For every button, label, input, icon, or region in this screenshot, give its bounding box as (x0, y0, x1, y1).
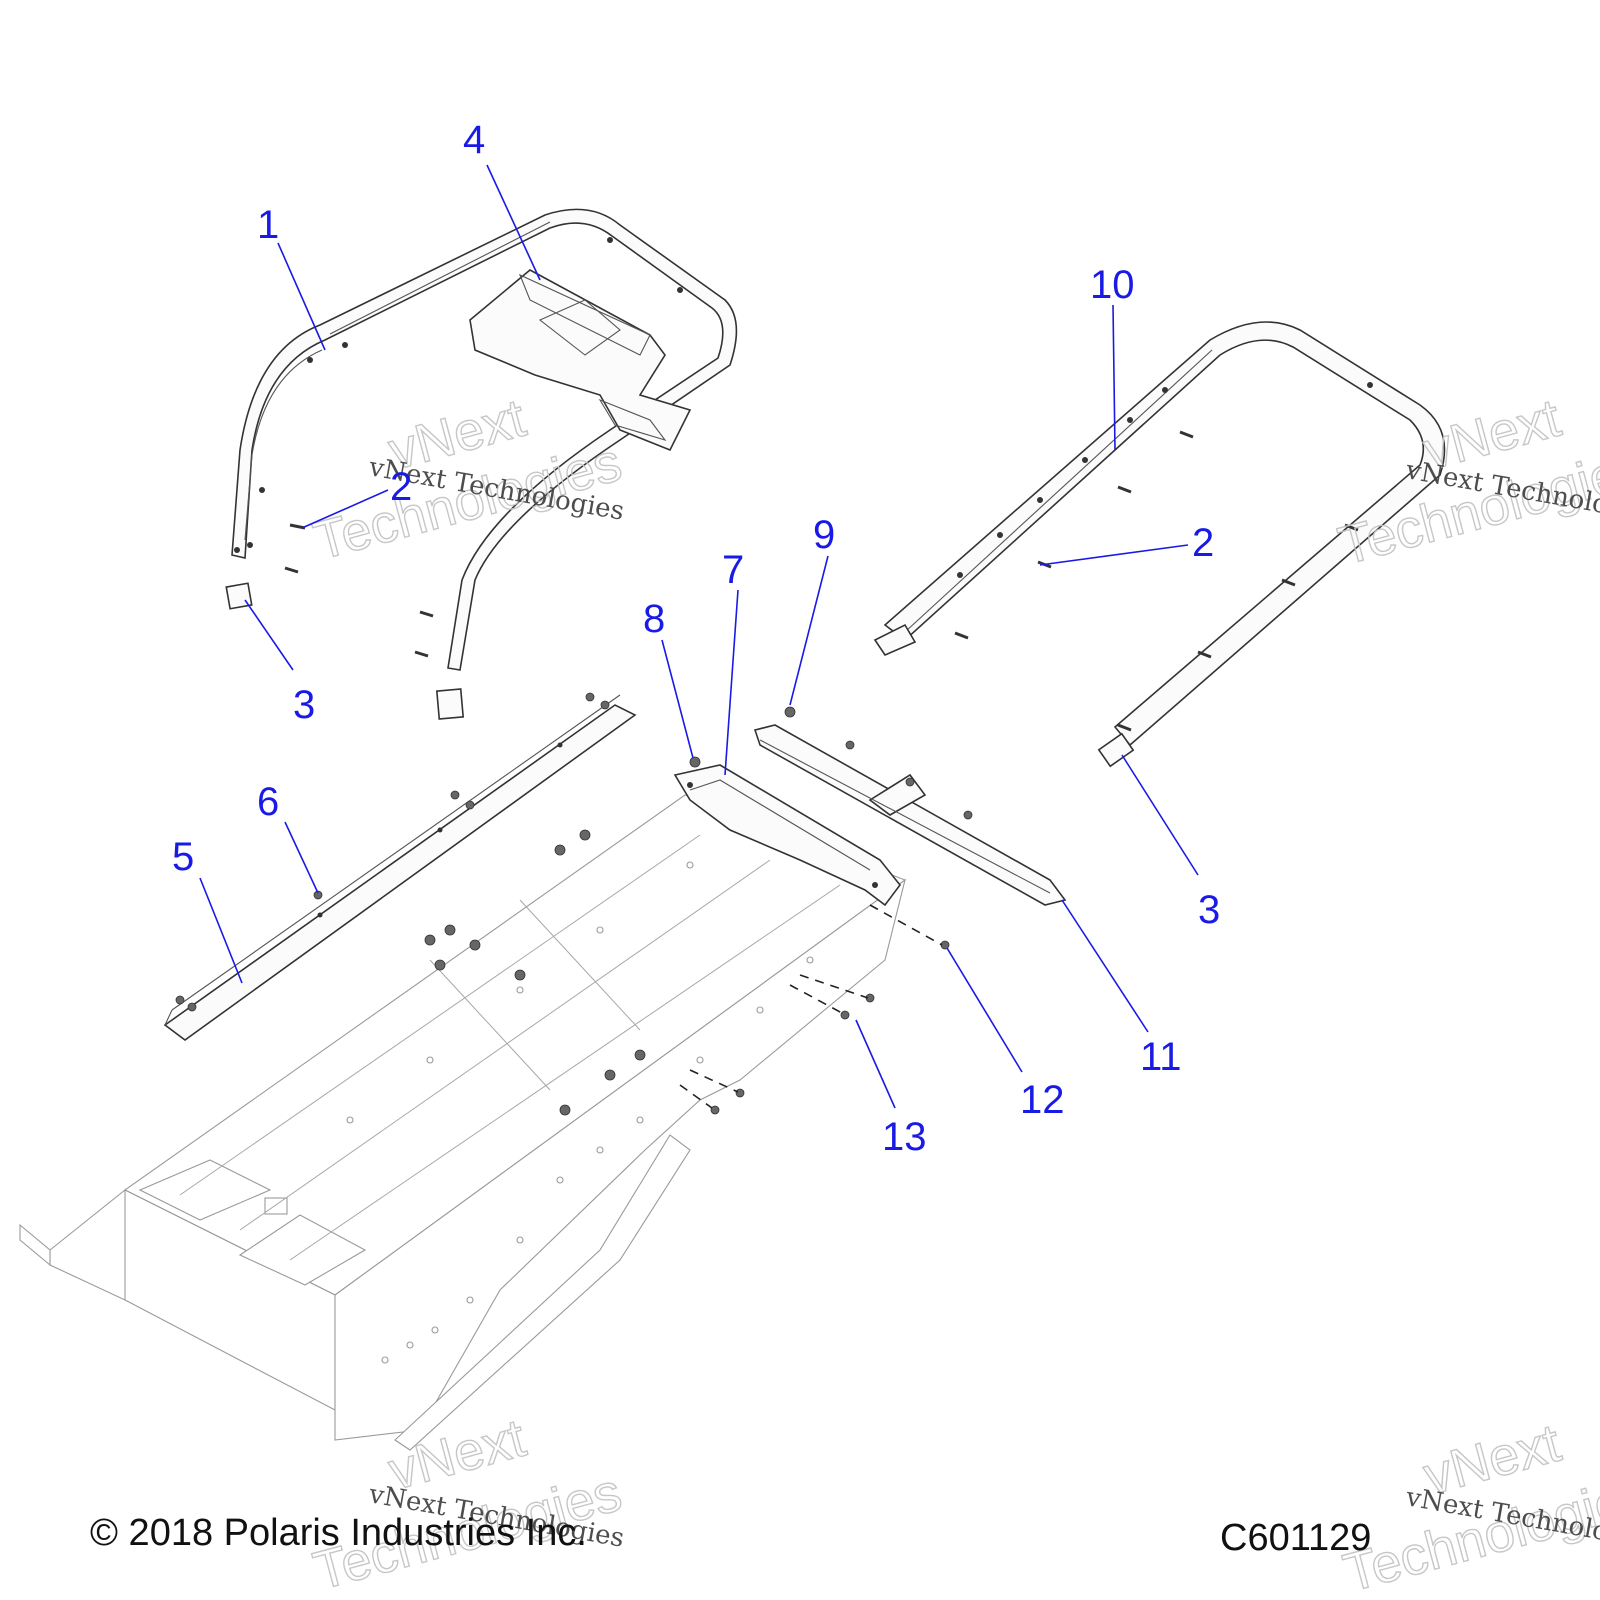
callout-13: 13 (882, 1115, 927, 1159)
callout-10: 10 (1090, 263, 1135, 307)
callout-7: 7 (722, 548, 744, 592)
callout-labels: 1 2 3 4 10 2 9 7 8 6 5 3 11 12 13 (172, 118, 1220, 1159)
callout-9: 9 (813, 513, 835, 557)
leader-6 (284, 821, 319, 894)
callout-1: 1 (257, 203, 279, 247)
install-paths (679, 904, 943, 1109)
callout-leaders (199, 164, 1199, 1109)
copyright-text: © 2018 Polaris Industries Inc. (90, 1512, 587, 1554)
leader-7 (724, 589, 739, 776)
callout-12: 12 (1020, 1078, 1065, 1122)
leader-3-left (244, 599, 294, 671)
part-4-bracket (469, 269, 692, 452)
fasteners (175, 430, 1359, 1115)
leader-12 (946, 947, 1023, 1073)
callout-5: 5 (172, 835, 194, 879)
part-10-roll-hoop (873, 321, 1446, 768)
leader-8 (661, 639, 694, 759)
callout-2-left: 2 (390, 465, 412, 509)
part-7-bracket (673, 764, 902, 907)
leader-4 (486, 164, 541, 281)
callout-6: 6 (257, 780, 279, 824)
leader-1 (277, 242, 326, 351)
callout-3-right: 3 (1198, 888, 1220, 932)
part-1-roll-hoop (231, 208, 738, 671)
callout-8: 8 (643, 597, 665, 641)
footer: © 2018 Polaris Industries Inc. C601129 (90, 1512, 1371, 1559)
chassis-floor (19, 794, 907, 1451)
part-5-rail (163, 694, 637, 1041)
leader-9 (789, 555, 829, 706)
callout-2-right: 2 (1192, 521, 1214, 565)
chassis-holes (346, 861, 814, 1364)
leader-2-right (1039, 544, 1189, 566)
callout-11: 11 (1140, 1035, 1182, 1079)
callout-4: 4 (463, 118, 485, 162)
leader-11 (1061, 899, 1149, 1033)
leader-3-right (1121, 754, 1199, 876)
figure-code: C601129 (1220, 1517, 1371, 1559)
leader-5 (199, 877, 243, 984)
callout-3-left: 3 (293, 683, 315, 727)
leader-2-left (301, 489, 389, 529)
leader-10 (1112, 304, 1116, 451)
floor-fasteners (424, 829, 646, 1116)
leader-13 (855, 1019, 896, 1109)
